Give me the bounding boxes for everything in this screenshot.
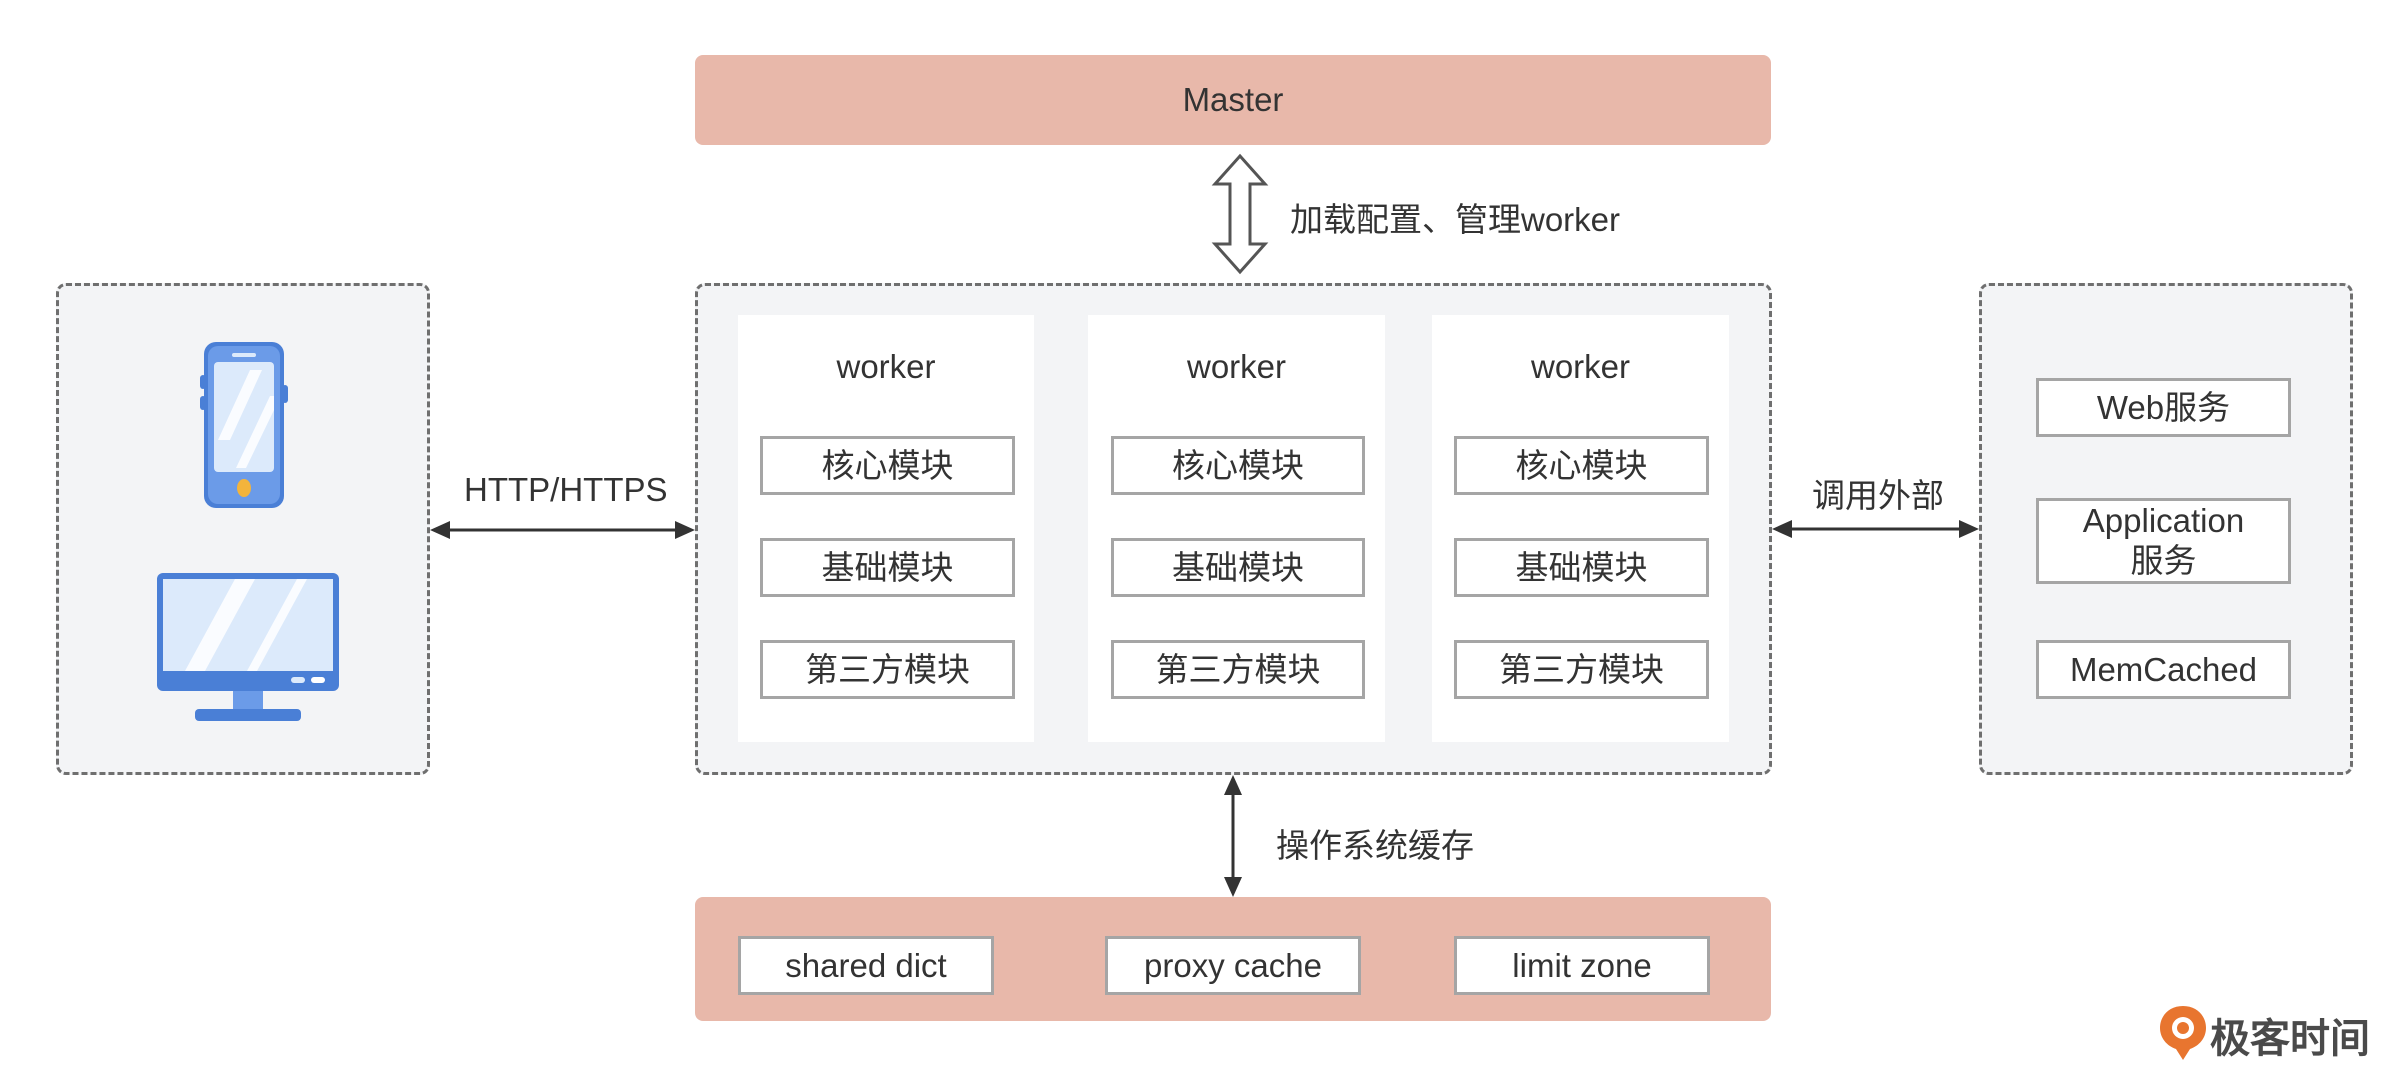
geektime-logo: 极客时间 (2158, 1000, 2388, 1062)
geektime-logo-text: 极客时间 (2210, 1017, 2370, 1061)
desktop-monitor-icon (157, 573, 339, 721)
worker-title-1: worker (836, 348, 936, 385)
memcached-box: MemCached (2036, 640, 2291, 699)
limit-zone-box: limit zone (1454, 936, 1710, 995)
cache-link-label: 操作系统缓存 (1276, 827, 1474, 864)
master-link-label: 加载配置、管理worker (1290, 201, 1621, 238)
third-party-module-box-1: 第三方模块 (760, 640, 1015, 699)
client-panel (56, 283, 430, 775)
client-worker-arrow (430, 521, 695, 539)
third-party-module-box-2: 第三方模块 (1111, 640, 1365, 699)
application-service-label: Application 服务 (2082, 502, 2245, 579)
base-module-box-2: 基础模块 (1111, 538, 1365, 597)
client-link-label: HTTP/HTTPS (464, 471, 668, 508)
application-service-box: Application 服务 (2036, 498, 2291, 584)
master-worker-double-arrow (1211, 153, 1269, 275)
worker-title-3: worker (1530, 348, 1631, 385)
core-module-box-3: 核心模块 (1454, 436, 1709, 495)
core-module-box-1: 核心模块 (760, 436, 1015, 495)
geektime-logo-icon (2160, 1006, 2206, 1060)
base-module-box-1: 基础模块 (760, 538, 1015, 597)
core-module-box-2: 核心模块 (1111, 436, 1365, 495)
smartphone-icon (200, 342, 288, 508)
base-module-box-3: 基础模块 (1454, 538, 1709, 597)
master-bar: Master (695, 55, 1771, 145)
external-link-label: 调用外部 (1812, 477, 1944, 514)
web-service-box: Web服务 (2036, 378, 2291, 437)
third-party-module-box-3: 第三方模块 (1454, 640, 1709, 699)
proxy-cache-box: proxy cache (1105, 936, 1361, 995)
shared-dict-box: shared dict (738, 936, 994, 995)
worker-title-2: worker (1186, 348, 1287, 385)
worker-external-arrow (1772, 520, 1979, 538)
master-label: Master (1182, 81, 1284, 118)
worker-cache-arrow (1224, 775, 1242, 897)
